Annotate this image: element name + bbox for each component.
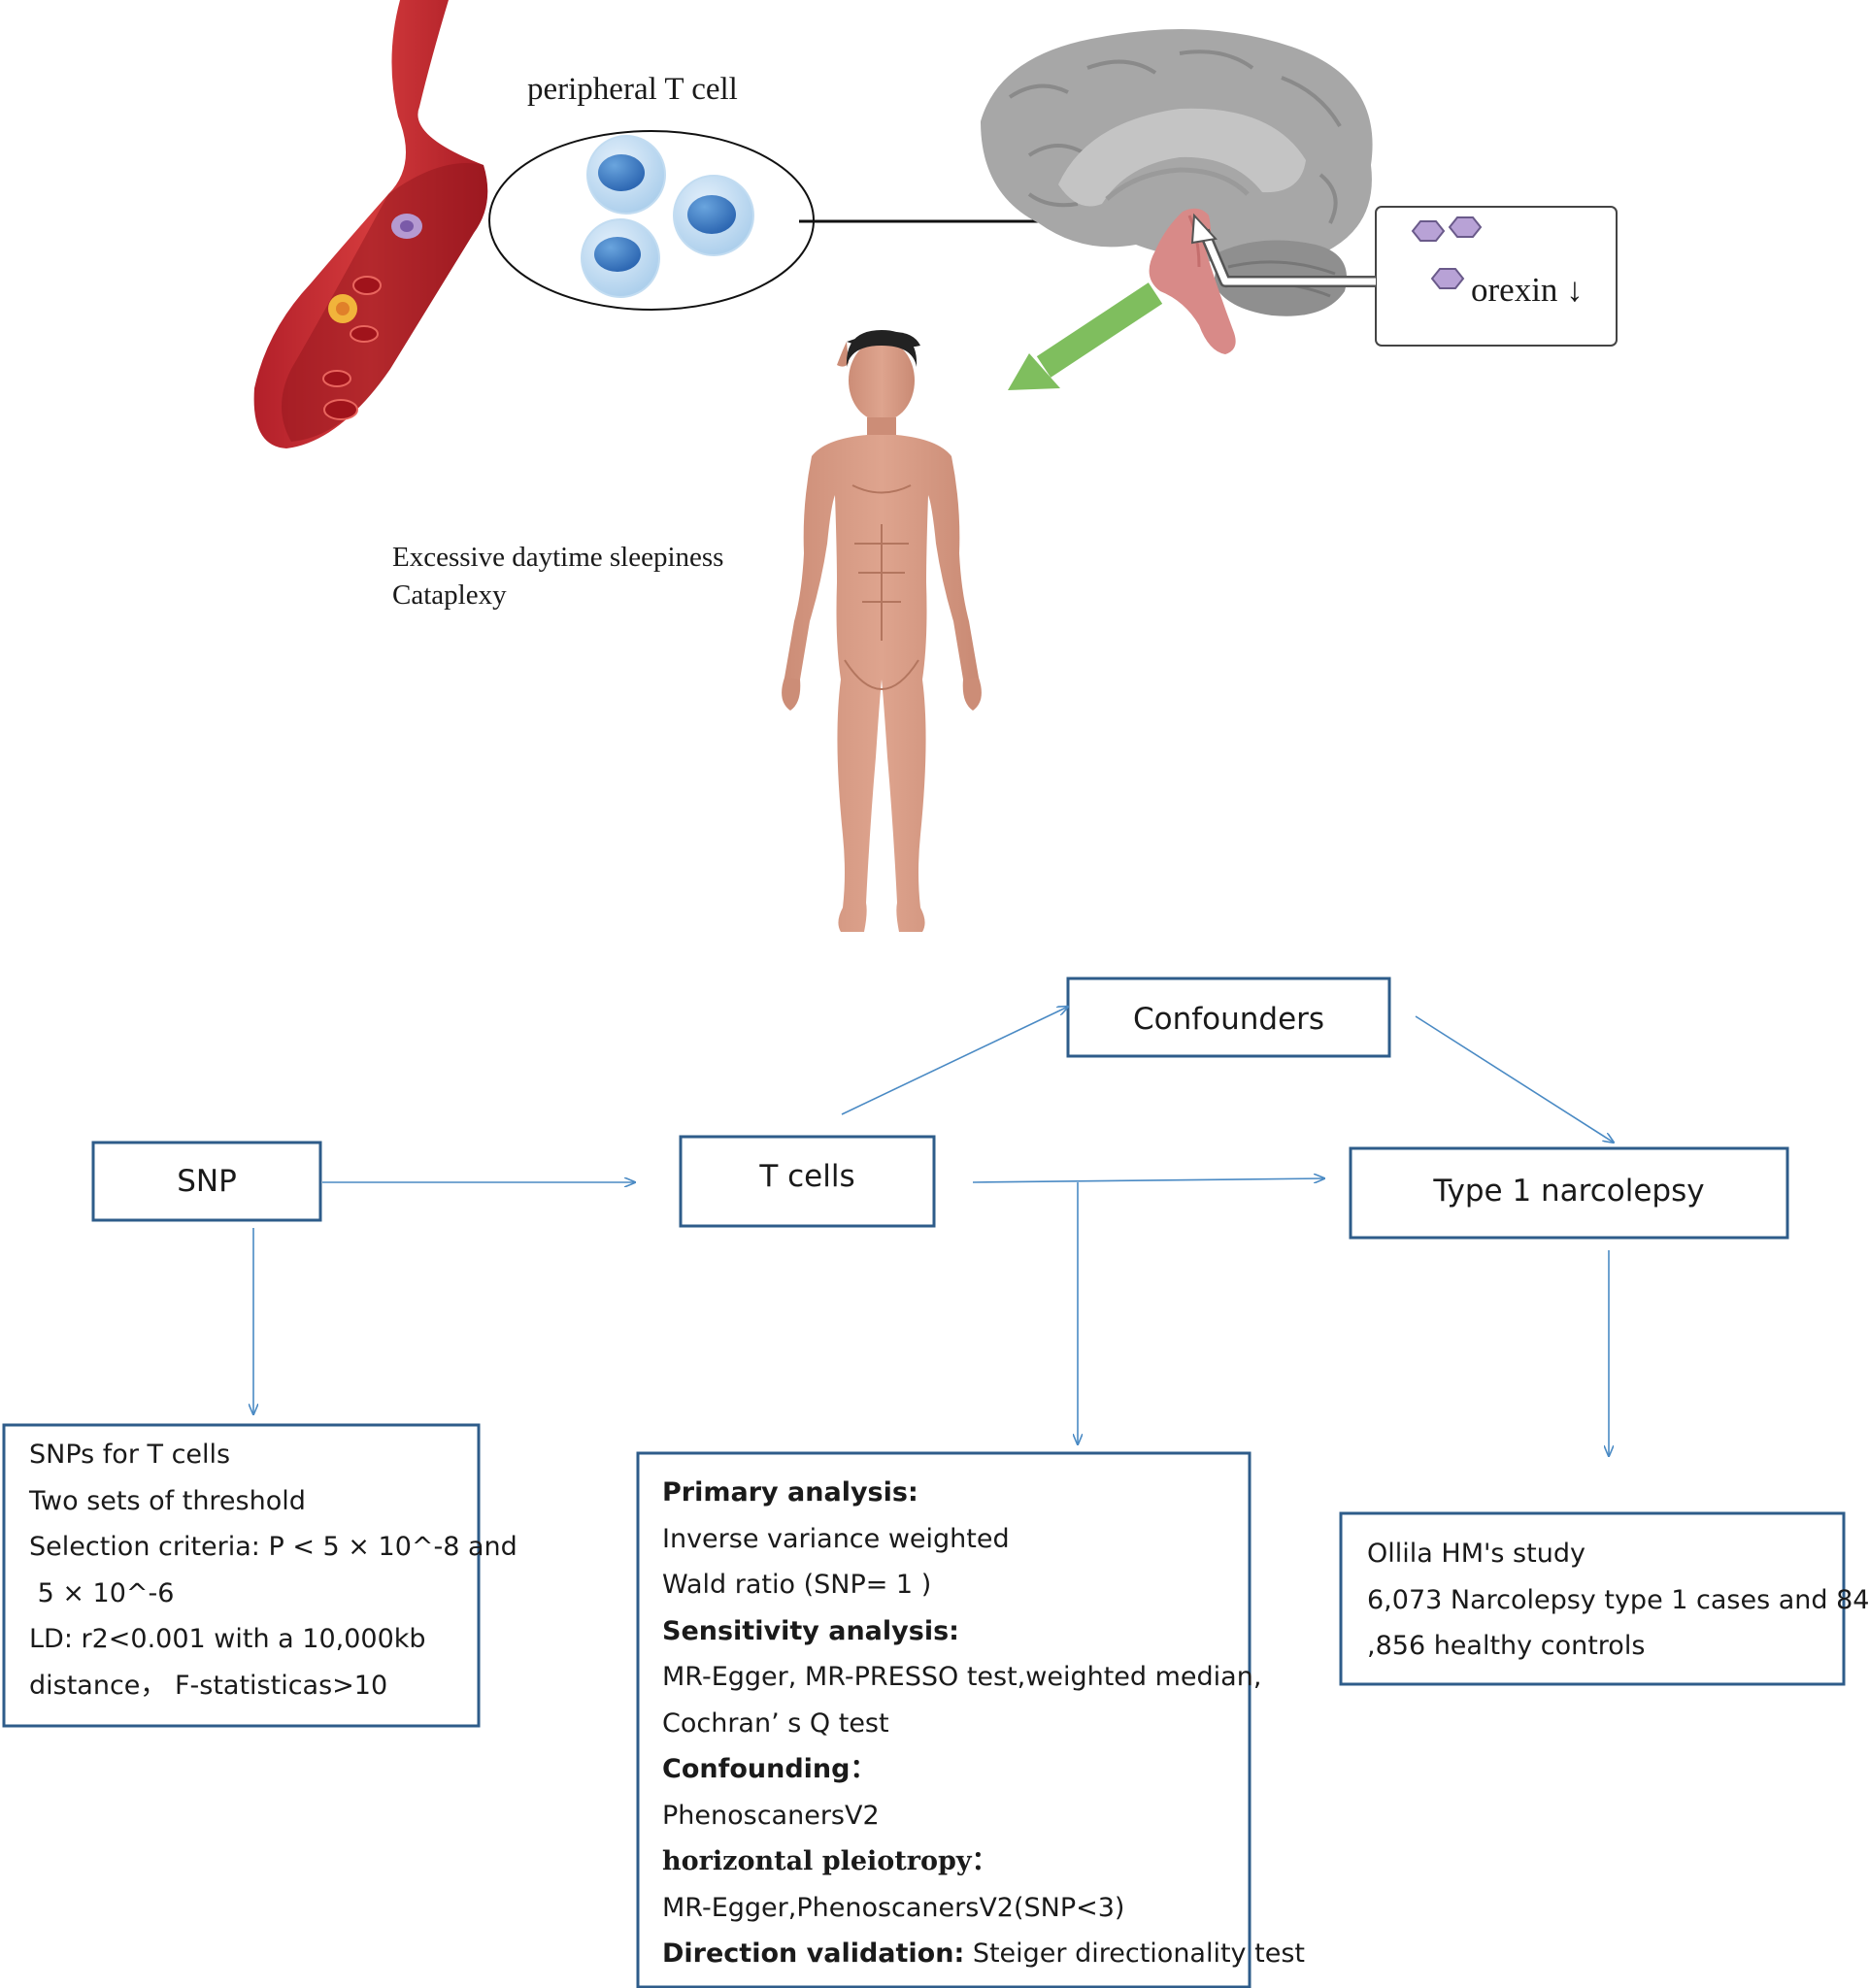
tcells-label: T cells: [759, 1159, 855, 1194]
tcells-box-frame: [679, 1135, 936, 1228]
sensitivity-analysis-heading: Sensitivity analysis:: [662, 1615, 959, 1646]
snp-box-frame: [91, 1141, 322, 1222]
orexin-molecule-icon: [1411, 216, 1483, 289]
brain-illustration: [981, 29, 1373, 354]
confounders-box-frame: [1066, 977, 1391, 1058]
snp-criteria-box-frame: [2, 1423, 481, 1728]
flow-arrows: [253, 1007, 1614, 1456]
study-box-frame: [1339, 1511, 1846, 1686]
symptom-sleepiness: Excessive daytime sleepiness: [392, 542, 723, 573]
snp-criteria-box: SNPs for T cells Two sets of threshold S…: [29, 1432, 517, 1708]
tcells-box: T cells: [681, 1137, 934, 1216]
study-line: Ollila HM's study: [1367, 1539, 1585, 1569]
snp-criteria-line: SNPs for T cells: [29, 1440, 231, 1470]
orexin-label: orexin ↓: [1471, 271, 1584, 309]
pleiotropy-heading: horizontal pleiotropy：: [662, 1846, 998, 1876]
snp-criteria-line: LD: r2<0.001 with a 10,000kb: [29, 1624, 426, 1654]
pleiotropy-line: MR-Egger,PhenoscanersV2(SNP<3): [662, 1892, 1125, 1923]
blood-vessel-illustration: [253, 0, 488, 448]
confounding-heading: Confounding：: [662, 1754, 877, 1784]
outcome-label: Type 1 narcolepsy: [1433, 1174, 1705, 1209]
confounders-label: Confounders: [1132, 1002, 1325, 1037]
symptom-cataplexy: Cataplexy: [392, 580, 507, 611]
tcell-label: peripheral T cell: [527, 72, 738, 107]
confounding-line: PhenoscanersV2: [662, 1800, 880, 1831]
snp-criteria-line: 5 × 10^-6: [29, 1577, 175, 1608]
sensitivity-analysis-line: MR-Egger, MR-PRESSO test,weighted median…: [662, 1662, 1262, 1692]
human-figure-illustration: [782, 330, 982, 932]
primary-analysis-line: Inverse variance weighted: [662, 1523, 1010, 1554]
analysis-box-frame: [636, 1451, 1252, 1988]
snp-box: SNP: [93, 1143, 320, 1220]
primary-analysis-heading: Primary analysis:: [662, 1477, 918, 1508]
snp-label: SNP: [177, 1164, 237, 1199]
outcome-box: Type 1 narcolepsy: [1351, 1148, 1787, 1234]
snp-criteria-line: distance， F-statisticas>10: [29, 1670, 388, 1701]
brain-to-body-arrow: [1008, 282, 1163, 390]
analysis-box: Primary analysis: Inverse variance weigh…: [662, 1470, 1305, 1977]
study-line: ,856 healthy controls: [1367, 1631, 1646, 1661]
study-box: Ollila HM's study 6,073 Narcolepsy type …: [1367, 1531, 1869, 1670]
direction-validation-heading: Direction validation:: [662, 1938, 965, 1969]
t-cell-cluster-illustration: [488, 130, 815, 311]
snp-criteria-line: Two sets of threshold: [29, 1485, 306, 1516]
confounders-box: Confounders: [1068, 978, 1389, 1060]
direction-validation-text: Steiger directionality test: [964, 1938, 1305, 1969]
outcome-box-frame: [1349, 1146, 1789, 1240]
primary-analysis-line: Wald ratio (SNP= 1 ): [662, 1570, 932, 1600]
direction-validation-line: Direction validation: Steiger directiona…: [662, 1931, 1305, 1977]
study-line: 6,073 Narcolepsy type 1 cases and 84: [1367, 1584, 1869, 1615]
sensitivity-analysis-line: Cochran’ s Q test: [662, 1707, 889, 1739]
snp-criteria-line: Selection criteria: P < 5 × 10^-8 and: [29, 1532, 517, 1562]
